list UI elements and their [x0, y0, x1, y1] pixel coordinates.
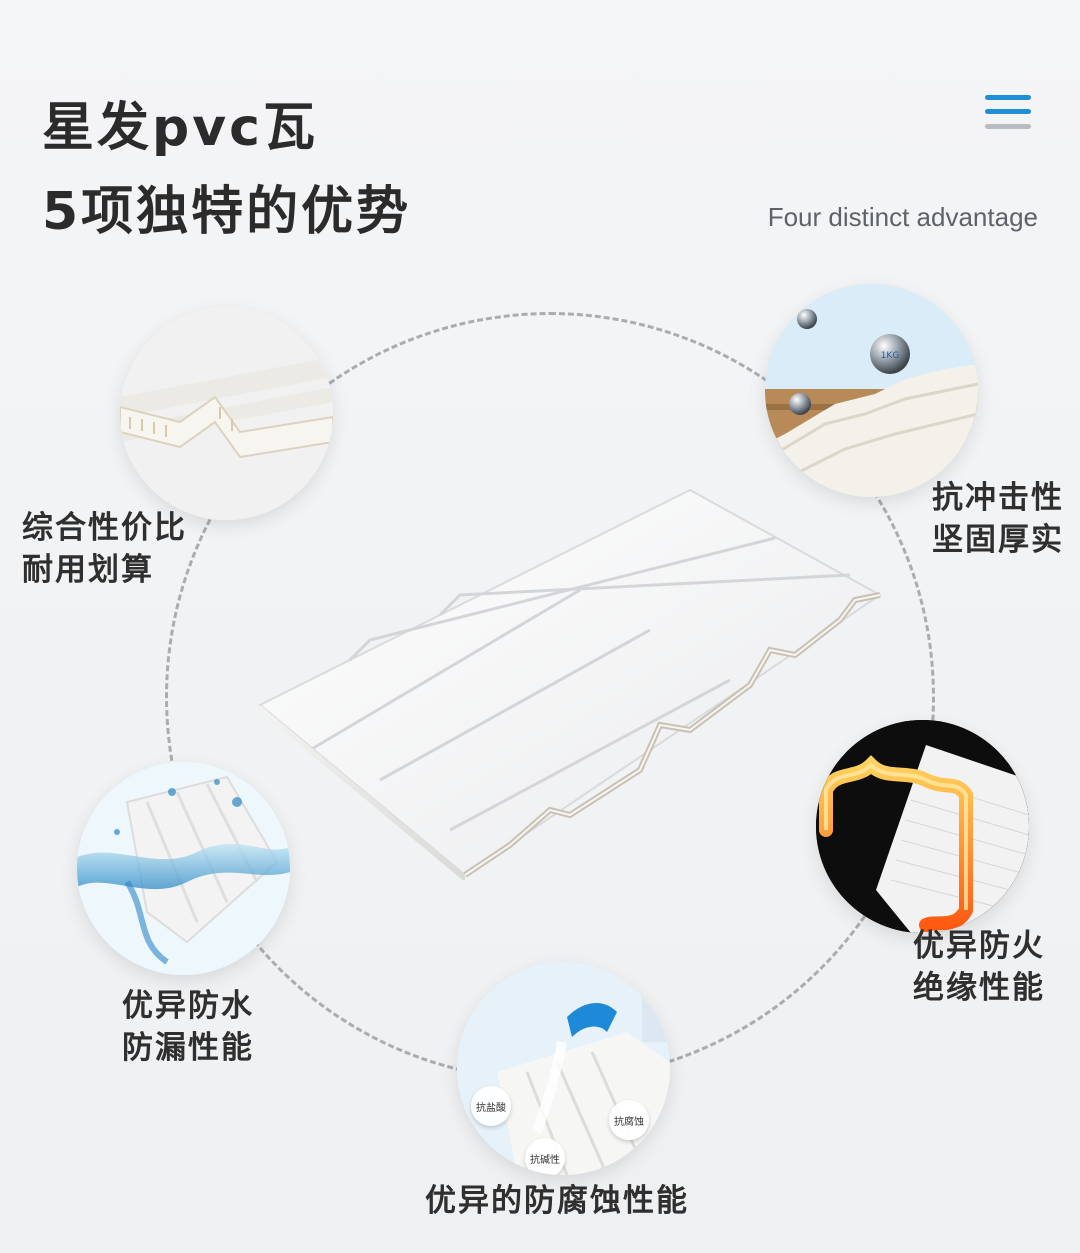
corrosion-resist-tag: 抗腐蚀 [609, 1100, 649, 1140]
waterproof-line1: 优异防水 [122, 988, 254, 1024]
cost-effective-label: 综合性价比 耐用划算 [22, 507, 187, 591]
page-title: 星发pvc瓦 [42, 98, 318, 158]
impact-resistance-image: 1KG [765, 284, 978, 497]
page-subtitle-en: Four distinct advantage [767, 202, 1038, 232]
cost-effective-line1: 综合性价比 [22, 510, 187, 546]
cost-effective-line2: 耐用划算 [22, 552, 154, 588]
alkali-resist-tag: 抗碱性 [525, 1138, 565, 1175]
acid-resist-tag: 抗盐酸 [471, 1086, 511, 1126]
fireproof-image [816, 720, 1029, 933]
fireproof-line1: 优异防火 [913, 928, 1045, 964]
anticorrosion-image: 抗盐酸 抗腐蚀 抗碱性 [457, 962, 670, 1175]
impact-resistance-label: 抗冲击性 坚固厚实 [932, 477, 1064, 561]
menu-icon[interactable] [985, 95, 1031, 133]
pvc-tile-sheet-image [258, 488, 882, 880]
fireproof-label: 优异防火 绝缘性能 [913, 925, 1045, 1009]
page-subtitle-cn: 5项独特的优势 [42, 182, 412, 242]
impact-resistance-line2: 坚固厚实 [932, 522, 1064, 558]
cost-effective-image [120, 307, 333, 520]
waterproof-label: 优异防水 防漏性能 [122, 985, 254, 1069]
waterproof-line2: 防漏性能 [122, 1030, 254, 1066]
ball-weight-label: 1KG [881, 351, 900, 361]
fireproof-line2: 绝缘性能 [913, 970, 1045, 1006]
impact-resistance-line1: 抗冲击性 [932, 480, 1064, 516]
anticorrosion-label: 优异的防腐蚀性能 [425, 1183, 689, 1219]
waterproof-image [77, 762, 290, 975]
